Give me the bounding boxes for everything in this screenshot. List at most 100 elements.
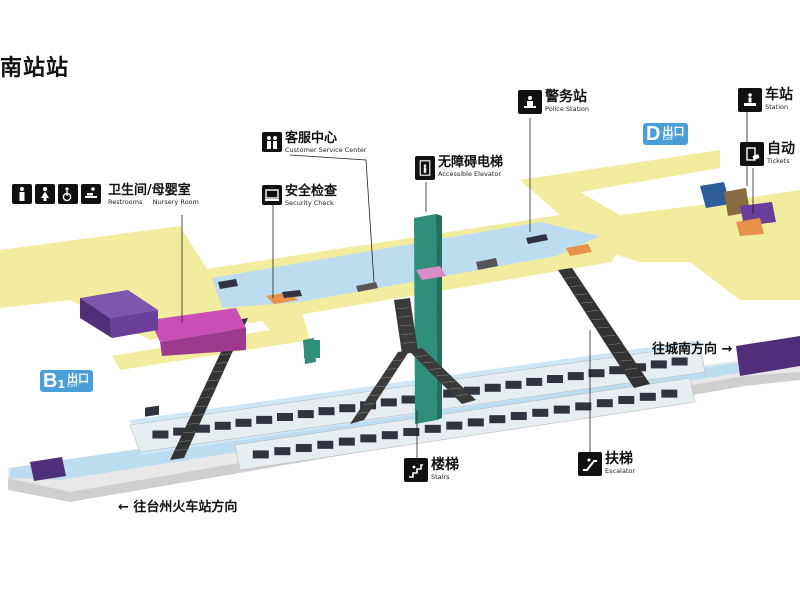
escalator-zh: 扶梯 [605,451,633,467]
stair-step [575,293,588,296]
exit-d-en: Exit [662,135,673,142]
escalator-right [558,268,650,388]
train-window [277,413,293,421]
direction-south: 往城南方向 → [652,342,733,357]
stair-step [624,368,638,370]
train-window [467,418,484,427]
station-en: Station [765,103,789,111]
purple-block-right [736,336,800,376]
stair-step [195,405,208,408]
train-window [639,392,656,401]
stair-step [398,316,411,318]
stair-step [386,368,399,370]
security-zh: 安全检查 [285,184,338,199]
stair-step [442,381,455,383]
train-window [510,412,527,420]
customer-service-zh: 客服中心 [285,131,338,146]
stair-step [422,361,435,364]
ticket-machine-icon [740,142,764,166]
station-info-icon [738,88,762,112]
train-window [317,440,334,449]
exit-b1-sign: B 1 出口 Exit [40,370,94,392]
stair-step [399,324,413,327]
stair-step [586,310,599,312]
exit-b1-letter: B [43,370,58,392]
stair-step [597,326,610,329]
label-customer-service: 客服中心 Customer Service Center [262,132,367,154]
baby-change-icon [81,184,101,204]
stair-step [630,376,643,378]
elevator-shaft-side [436,214,442,420]
customer-service-en: Customer Service Center [285,146,367,154]
label-escalator: 扶梯 Escalator [578,452,635,476]
restrooms-zh: 卫生间/母婴室 [108,183,191,198]
police-icon [518,90,542,114]
stair-step [429,368,442,370]
restrooms-en-1: Restrooms [108,198,143,206]
train-window [547,375,563,383]
stairs-en: Stairs [431,473,450,481]
small-teal-box-b1 [304,340,320,358]
stair-step [569,285,583,287]
train-window [173,427,190,436]
exit-b1-zh: 出口 [67,371,90,385]
train-window [489,415,506,424]
elevator-icon [415,156,435,180]
stair-step [380,377,393,379]
gate-cluster [218,234,548,298]
train-window [338,437,355,446]
train-window [567,372,584,381]
leader-customer-service [289,154,375,283]
tickets-zh: 自动 [767,141,795,157]
stair-step [362,403,375,405]
train-window [360,434,377,443]
man-icon [12,184,32,204]
stair-center-right [408,348,476,404]
stair-center-upper [394,298,418,354]
train-window [193,424,210,433]
stair-step [179,440,192,442]
stairs-zh: 楼梯 [431,457,459,473]
train-window [214,421,231,430]
train-front-windows [252,389,678,459]
label-security: 安全检查 Security Check [262,185,337,207]
train-window [424,424,441,433]
escalator-en: Escalator [605,467,636,475]
elevator-shaft [414,214,437,424]
stair-step [199,396,212,399]
stair-step [580,301,594,304]
stair-step [402,342,415,344]
stair-step [175,449,188,451]
train-window [403,428,420,436]
stair-step [187,423,200,425]
station-title: 南站站 [0,56,70,81]
stair-step [415,355,428,357]
stair-step [392,359,405,362]
stair-step [397,307,410,309]
stair-step [619,359,632,362]
scanner-icon [262,185,282,205]
train-window [505,380,522,389]
stair-step [401,333,414,335]
stair-step [207,379,220,382]
exit-d-letter: D [646,123,661,145]
label-tickets: 自动 Tickets [740,142,795,166]
label-station: 车站 Station [738,88,793,112]
stair-step [602,335,616,337]
exit-d-sign: D 出口 Exit [643,123,689,145]
stair-step [203,388,216,390]
stair-step [211,370,224,373]
stair-step [564,277,577,279]
train-window [274,447,291,456]
label-police: 警务站 Police Station [518,90,589,114]
stair-step [449,387,462,390]
restroom-block [150,308,246,356]
train-window [650,360,667,369]
accessible-icon [58,184,78,204]
stair-step [368,394,381,397]
train-window [618,396,635,404]
escalator-icon [578,452,602,476]
stair-step [374,385,387,388]
concourse-right-tab [700,225,800,300]
